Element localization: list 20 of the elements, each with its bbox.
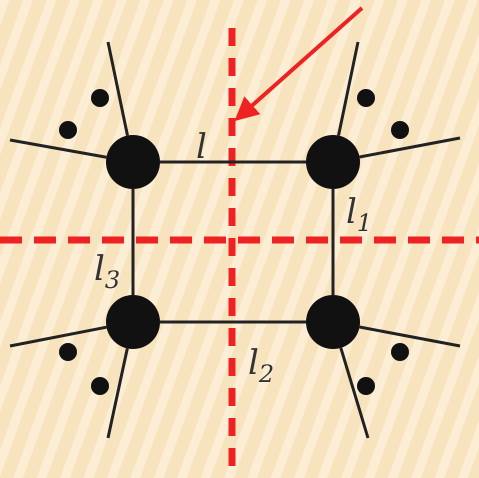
external-leg-line bbox=[337, 42, 360, 136]
edge-label: l$_{3}$ bbox=[94, 252, 120, 292]
propagator-line bbox=[332, 189, 334, 295]
external-leg-line bbox=[359, 326, 460, 348]
external-leg-line bbox=[359, 136, 460, 158]
propagator-line bbox=[132, 189, 134, 295]
edge-label: l bbox=[196, 130, 207, 164]
external-leg-line bbox=[339, 347, 370, 438]
external-leg-line bbox=[10, 138, 107, 159]
external-leg-line bbox=[10, 326, 107, 348]
vertex-dot bbox=[106, 295, 160, 349]
vertex-dot bbox=[306, 135, 360, 189]
edge-label: l$_{2}$ bbox=[248, 346, 274, 386]
vertex-dot bbox=[306, 295, 360, 349]
edge-label: l$_{1}$ bbox=[346, 195, 372, 235]
vertex-dot bbox=[106, 135, 160, 189]
external-leg-line bbox=[106, 348, 129, 438]
propagator-line bbox=[160, 160, 306, 164]
propagator-line bbox=[160, 320, 306, 324]
external-leg-line bbox=[106, 42, 129, 136]
